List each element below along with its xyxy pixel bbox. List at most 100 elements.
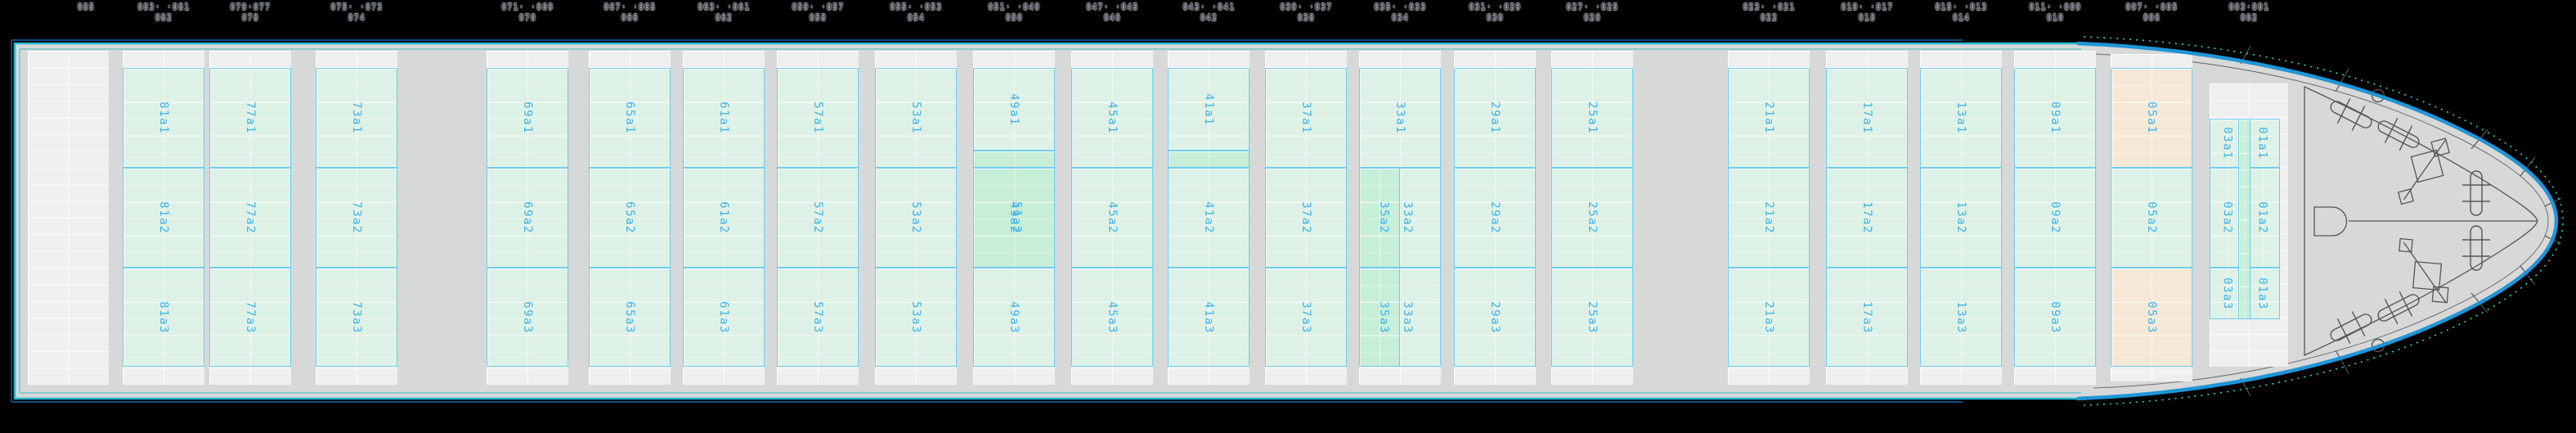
block-57a3[interactable]: 57a3 xyxy=(777,268,859,367)
block-05a2[interactable]: 05a2 xyxy=(2111,168,2192,268)
block-label: 25a3 xyxy=(1586,300,1599,334)
block-25a2[interactable]: 25a2 xyxy=(1551,168,1633,268)
block-41a3[interactable]: 41a3 xyxy=(1168,268,1250,367)
block-61a3[interactable]: 61a3 xyxy=(683,268,765,367)
block-label: 29a3 xyxy=(1488,300,1501,334)
block-57a2[interactable]: 57a2 xyxy=(777,168,859,268)
block-label: 73a2 xyxy=(350,201,363,234)
block-41a1[interactable]: 41a1 xyxy=(1168,68,1250,151)
block-77a3[interactable]: 77a3 xyxy=(209,268,291,367)
bay-even-number: 030 xyxy=(1486,12,1504,23)
block-65a1[interactable]: 65a1 xyxy=(589,68,671,168)
block-77a1[interactable]: 77a1 xyxy=(209,68,291,168)
block-81a3[interactable]: 81a3 xyxy=(123,268,204,367)
block-label: 77a2 xyxy=(244,201,257,234)
block-label: 33a3 xyxy=(1401,300,1414,334)
block-61a1[interactable]: 61a1 xyxy=(683,68,765,168)
block-25a3[interactable]: 25a3 xyxy=(1551,268,1633,367)
block-13a2[interactable]: 13a2 xyxy=(1920,168,2002,268)
block-61a2[interactable]: 61a2 xyxy=(683,168,765,268)
block-highlight[interactable] xyxy=(2238,119,2251,319)
block-label: 21a2 xyxy=(1762,201,1775,234)
block-21a3[interactable]: 21a3 xyxy=(1728,268,1810,367)
block-69a3[interactable]: 69a3 xyxy=(487,268,568,367)
bay-even-number: 054 xyxy=(907,12,925,23)
block-49a1[interactable]: 49a1 xyxy=(973,68,1055,151)
block-label: 51a2 xyxy=(1010,201,1023,234)
block-49a3[interactable]: 49a3 xyxy=(973,268,1055,367)
block-label: 09a3 xyxy=(2049,300,2062,334)
block-73a3[interactable]: 73a3 xyxy=(316,268,397,367)
block-33a1[interactable]: 33a1 xyxy=(1359,68,1441,168)
block-21a1[interactable]: 21a1 xyxy=(1728,68,1810,168)
block-17a2[interactable]: 17a2 xyxy=(1826,168,1908,268)
block-13a3[interactable]: 13a3 xyxy=(1920,268,2002,367)
block-21a2[interactable]: 21a2 xyxy=(1728,168,1810,268)
block-09a1[interactable]: 09a1 xyxy=(2014,68,2096,168)
block-35a3[interactable]: 35a3 xyxy=(1359,268,1400,367)
bay-odd-numbers: 071· ·069 xyxy=(500,2,554,12)
block-label: 69a3 xyxy=(521,300,534,334)
block-05a3[interactable]: 05a3 xyxy=(2111,268,2192,367)
bay-even-number: 042 xyxy=(1200,12,1218,23)
block-45a2[interactable]: 45a2 xyxy=(1071,168,1153,268)
block-73a2[interactable]: 73a2 xyxy=(316,168,397,268)
block-label: 57a1 xyxy=(811,101,824,134)
block-label: 65a1 xyxy=(623,101,636,134)
block-81a1[interactable]: 81a1 xyxy=(123,68,204,168)
bay-odd-numbers: 031· ·029 xyxy=(1468,2,1522,12)
block-17a1[interactable]: 17a1 xyxy=(1826,68,1908,168)
block-17a3[interactable]: 17a3 xyxy=(1826,268,1908,367)
block-73a1[interactable]: 73a1 xyxy=(316,68,397,168)
block-29a3[interactable]: 29a3 xyxy=(1454,268,1536,367)
block-45a1[interactable]: 45a1 xyxy=(1071,68,1153,168)
block-label: 29a1 xyxy=(1488,101,1501,134)
block-77a2[interactable]: 77a2 xyxy=(209,168,291,268)
block-label: 17a3 xyxy=(1860,300,1874,334)
block-37a1[interactable]: 37a1 xyxy=(1265,68,1347,168)
block-37a3[interactable]: 37a3 xyxy=(1265,268,1347,367)
block-29a1[interactable]: 29a1 xyxy=(1454,68,1536,168)
block-53a3[interactable]: 53a3 xyxy=(875,268,957,367)
block-label: 01a1 xyxy=(2255,127,2269,160)
bay-odd-numbers: 015· ·013 xyxy=(1934,2,1988,12)
block-09a2[interactable]: 09a2 xyxy=(2014,168,2096,268)
block-09a3[interactable]: 09a3 xyxy=(2014,268,2096,367)
block-45a3[interactable]: 45a3 xyxy=(1071,268,1153,367)
bay-odd-numbers: 051· ·049 xyxy=(987,2,1041,12)
bay-odd-numbers: 011· ·009 xyxy=(2028,2,2082,12)
block-highlight[interactable] xyxy=(1168,151,1250,168)
block-label: 09a1 xyxy=(2049,101,2062,134)
block-37a2[interactable]: 37a2 xyxy=(1265,168,1347,268)
block-65a3[interactable]: 65a3 xyxy=(589,268,671,367)
block-69a1[interactable]: 69a1 xyxy=(487,68,568,168)
block-65a2[interactable]: 65a2 xyxy=(589,168,671,268)
block-29a2[interactable]: 29a2 xyxy=(1454,168,1536,268)
breakwater-icon xyxy=(2313,206,2348,237)
block-35a2[interactable]: 35a2 xyxy=(1359,168,1400,268)
block-label: 81a2 xyxy=(157,201,170,234)
block-53a1[interactable]: 53a1 xyxy=(875,68,957,168)
block-81a2[interactable]: 81a2 xyxy=(123,168,204,268)
block-label: 21a1 xyxy=(1762,101,1775,134)
bay-even-number: 062 xyxy=(715,12,733,23)
block-highlight[interactable] xyxy=(973,151,1055,168)
block-label: 61a1 xyxy=(717,101,730,134)
block-25a1[interactable]: 25a1 xyxy=(1551,68,1633,168)
block-13a1[interactable]: 13a1 xyxy=(1920,68,2002,168)
block-label: 77a3 xyxy=(244,300,257,334)
block-69a2[interactable]: 69a2 xyxy=(487,168,568,268)
block-41a2[interactable]: 41a2 xyxy=(1168,168,1250,268)
bay-odd-numbers: 079·077 xyxy=(230,2,271,12)
block-label: 03a2 xyxy=(2220,201,2234,234)
bay-even-number: 010 xyxy=(2046,12,2064,23)
block-53a2[interactable]: 53a2 xyxy=(875,168,957,268)
block-05a1[interactable]: 05a1 xyxy=(2111,68,2192,168)
block-57a1[interactable]: 57a1 xyxy=(777,68,859,168)
